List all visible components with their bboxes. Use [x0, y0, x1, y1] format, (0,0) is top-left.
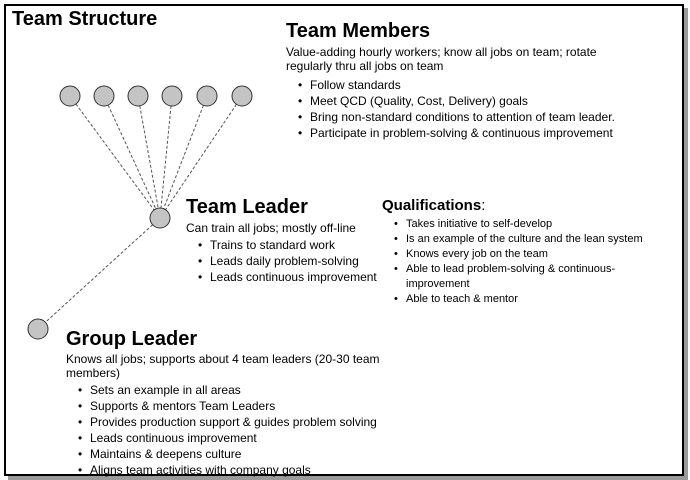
- group-leader-bullets: Sets an example in all areas Supports & …: [78, 382, 396, 478]
- team-leader-node: [149, 207, 171, 229]
- team-leader-bullets: Trains to standard work Leads daily prob…: [198, 237, 386, 285]
- qualifications-colon: :: [481, 197, 486, 214]
- connector-member-3: [137, 95, 161, 219]
- group-leader-node: [27, 318, 49, 340]
- list-item: Is an example of the culture and the lea…: [394, 232, 678, 247]
- list-item: Supports & mentors Team Leaders: [78, 398, 396, 414]
- qualifications-title: Qualifications:: [382, 197, 678, 215]
- connector-group-leader: [37, 217, 161, 330]
- list-item: Participate in problem-solving & continu…: [298, 125, 626, 141]
- team-members-heading: Team Members: [286, 20, 431, 42]
- list-item: Able to teach & mentor: [394, 292, 678, 307]
- team-leader-description: Can train all jobs; mostly off-line: [186, 221, 356, 235]
- team-member-node: [127, 85, 149, 107]
- list-item: Leads continuous improvement: [78, 430, 396, 446]
- list-item: Provides production support & guides pro…: [78, 414, 396, 430]
- team-member-node: [161, 85, 183, 107]
- group-leader-heading: Group Leader: [66, 328, 198, 350]
- team-member-node: [231, 85, 253, 107]
- list-item: Bring non-standard conditions to attenti…: [298, 109, 626, 125]
- team-member-node: [196, 85, 218, 107]
- connector-member-5: [159, 95, 208, 219]
- qualifications-block: Qualifications: Takes initiative to self…: [382, 197, 678, 307]
- list-item: Meet QCD (Quality, Cost, Delivery) goals: [298, 93, 626, 109]
- team-members-block: Team Members Value-adding hourly workers…: [286, 20, 626, 141]
- team-member-node: [93, 85, 115, 107]
- group-leader-block: Group Leader Knows all jobs; supports ab…: [66, 328, 396, 478]
- group-leader-description: Knows all jobs; supports about 4 team le…: [66, 352, 380, 380]
- team-member-node: [59, 85, 81, 107]
- list-item: Leads continuous improvement: [198, 269, 386, 285]
- qualifications-heading: Qualifications: [382, 197, 482, 214]
- list-item: Follow standards: [298, 77, 626, 93]
- connector-member-4: [159, 95, 173, 219]
- connector-member-2: [103, 95, 161, 219]
- connector-member-6: [159, 95, 243, 219]
- list-item: Maintains & deepens culture: [78, 446, 396, 462]
- list-item: Aligns team activities with company goal…: [78, 462, 396, 478]
- qualifications-bullets: Takes initiative to self-develop Is an e…: [394, 217, 678, 307]
- page-title: Team Structure: [12, 8, 158, 30]
- team-leader-block: Team Leader Can train all jobs; mostly o…: [186, 196, 386, 285]
- connector-member-1: [69, 95, 161, 219]
- team-leader-heading: Team Leader: [186, 196, 308, 218]
- team-members-bullets: Follow standards Meet QCD (Quality, Cost…: [298, 77, 626, 141]
- list-item: Sets an example in all areas: [78, 382, 396, 398]
- list-item: Leads daily problem-solving: [198, 253, 386, 269]
- team-members-description: Value-adding hourly workers; know all jo…: [286, 45, 597, 73]
- list-item: Takes initiative to self-develop: [394, 217, 678, 232]
- list-item: Knows every job on the team: [394, 247, 678, 262]
- list-item: Able to lead problem-solving & continuou…: [394, 262, 678, 292]
- list-item: Trains to standard work: [198, 237, 386, 253]
